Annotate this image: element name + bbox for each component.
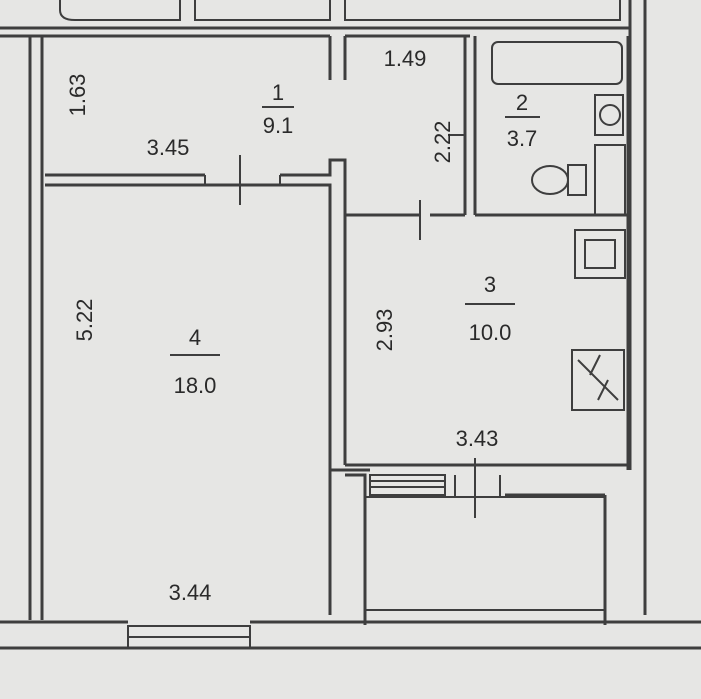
dim-room4-height: 5.22 xyxy=(72,299,97,342)
washbasin-icon xyxy=(594,94,624,136)
dim-kitchen-height: 2.93 xyxy=(372,309,397,352)
room-1-number: 1 xyxy=(272,80,284,105)
walls xyxy=(0,0,701,650)
stove-icon xyxy=(571,349,625,411)
dim-kitchen-width: 3.43 xyxy=(456,426,499,451)
sink-icon xyxy=(574,229,626,279)
dim-bath-height: 2.22 xyxy=(430,121,455,164)
shower-icon xyxy=(594,144,626,216)
fixtures xyxy=(491,41,626,411)
room-2-number: 2 xyxy=(516,90,528,115)
room-3-number: 3 xyxy=(484,272,496,297)
dimension-labels: 1.63 3.45 1.49 2.22 5.22 3.44 2.93 3.43 xyxy=(65,46,498,605)
bathtub-icon xyxy=(491,41,623,85)
room-2-area: 3.7 xyxy=(507,126,538,151)
balcony-door xyxy=(369,474,446,496)
dim-hall-height: 1.63 xyxy=(65,74,90,117)
room-4-area: 18.0 xyxy=(174,373,217,398)
dim-hall-narrow: 1.49 xyxy=(384,46,427,71)
room-3-area: 10.0 xyxy=(469,320,512,345)
room-1-area: 9.1 xyxy=(263,113,294,138)
room-labels: 1 9.1 2 3.7 3 10.0 4 18.0 xyxy=(170,80,540,398)
dim-room4-width: 3.44 xyxy=(169,580,212,605)
dim-hall-width: 3.45 xyxy=(147,135,190,160)
room-4-number: 4 xyxy=(189,325,201,350)
